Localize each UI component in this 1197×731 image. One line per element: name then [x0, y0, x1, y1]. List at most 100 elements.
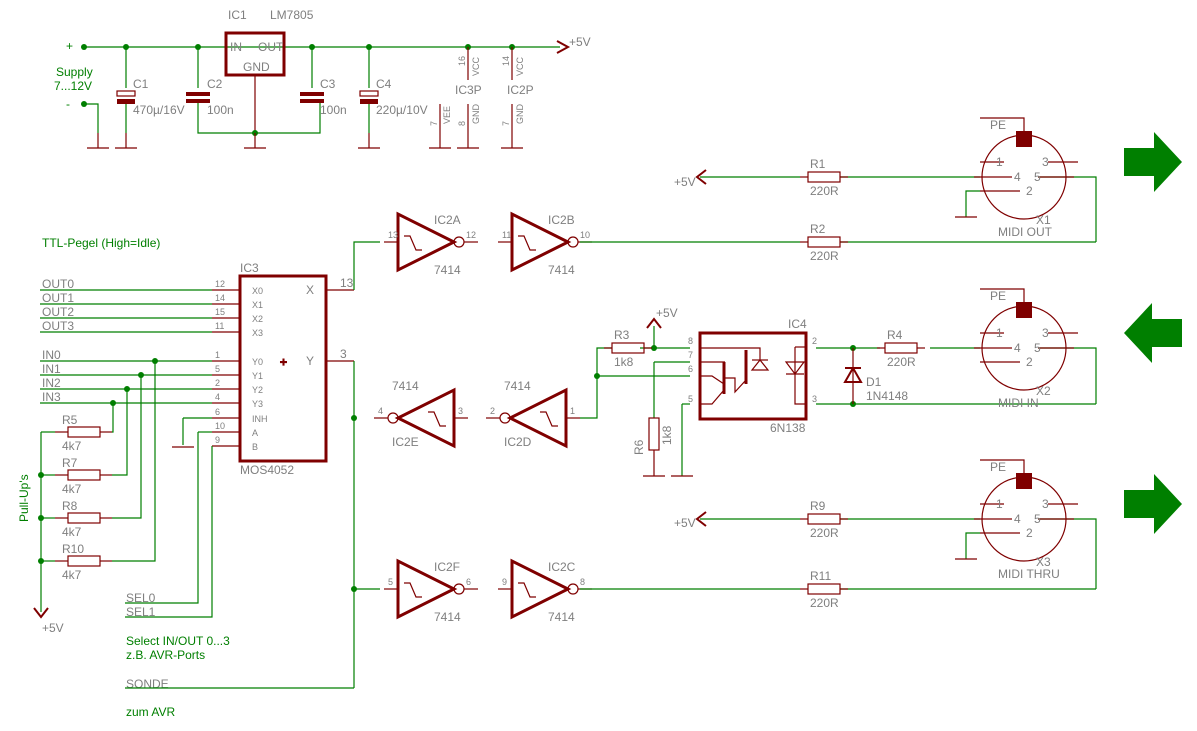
resistor-value: 4k7 [62, 482, 82, 496]
mux-pin-number: 9 [215, 435, 220, 445]
svg-text:IC4: IC4 [788, 317, 807, 331]
din-key [1016, 473, 1032, 489]
resistor-value: 220R [810, 526, 839, 540]
resistor-name: R6 [632, 439, 646, 455]
wire [112, 361, 156, 562]
in-label: IN1 [42, 362, 61, 376]
pullups-label: Pull-Up's [17, 474, 31, 522]
c2-name: C2 [207, 77, 223, 91]
pin-in: 1 [570, 406, 575, 416]
svg-text:GND: GND [471, 104, 481, 125]
sel0-label: SEL0 [126, 591, 156, 605]
mux-pin-name: Y2 [252, 385, 263, 395]
c4-name: C4 [376, 77, 392, 91]
resistor-name: R9 [810, 499, 826, 513]
c3-name: C3 [320, 77, 336, 91]
mux-ic3: IC3 MOS4052 [238, 261, 328, 477]
resistor-body [67, 426, 101, 438]
svg-text:13: 13 [340, 276, 354, 290]
pin-5: 5 [1034, 170, 1041, 184]
svg-text:GND: GND [243, 60, 270, 74]
mux-pin-name: Y1 [252, 371, 263, 381]
pe-line [980, 459, 1025, 473]
resistor-name: R4 [887, 328, 903, 342]
pe-label: PE [990, 289, 1006, 303]
power-supply: + Supply 7...12V - C1 470µ/16V C2 100n I… [54, 8, 591, 149]
ttl-label: TTL-Pegel (High=Idle) [42, 236, 160, 250]
resistor-name: R10 [62, 542, 84, 556]
svg-text:7: 7 [688, 350, 693, 360]
svg-text:16: 16 [457, 56, 467, 66]
in-label: IN2 [42, 376, 61, 390]
inverter-value: 7414 [504, 379, 531, 393]
svg-text:GND: GND [515, 104, 525, 125]
resistor-name: R3 [614, 328, 630, 342]
hysteresis-icon [404, 235, 422, 251]
supply-range: 7...12V [54, 79, 92, 93]
resistor-name: R2 [810, 222, 826, 236]
svg-text:8: 8 [688, 336, 693, 346]
ic3-value: MOS4052 [240, 463, 294, 477]
resistor-name: R7 [62, 456, 78, 470]
inverter-name: IC2B [548, 213, 575, 227]
resistor-value: 1k8 [614, 355, 634, 369]
pin-4: 4 [1014, 341, 1021, 355]
inverter-name: IC2C [548, 560, 576, 574]
supply-label: Supply [56, 65, 93, 79]
out-label: OUT3 [42, 319, 74, 333]
ic1-value: LM7805 [270, 8, 314, 22]
pin-in: 5 [388, 577, 393, 587]
pin-2: 2 [1026, 184, 1033, 198]
c1-value: 470µ/16V [133, 103, 185, 117]
resistor-r2 [807, 236, 841, 248]
svg-text:7: 7 [501, 121, 511, 126]
pin-in: 11 [502, 230, 511, 240]
svg-text:7: 7 [429, 121, 439, 126]
hysteresis-icon [428, 411, 446, 427]
sonde-label: SONDE [126, 677, 169, 691]
inverter-value: 7414 [548, 263, 575, 277]
sel1-label: SEL1 [126, 605, 156, 619]
vcc-label: +5V [569, 35, 591, 49]
pin-in: 9 [502, 577, 507, 587]
mux-pin-name: X2 [252, 314, 263, 324]
arrow-right-icon [1124, 474, 1182, 534]
mux-pin-number: 14 [215, 293, 225, 303]
inverter-value: 7414 [434, 610, 461, 624]
resistor-body [67, 469, 101, 481]
pe-label: PE [990, 460, 1006, 474]
svg-text:3: 3 [340, 347, 347, 361]
pin-5: 5 [1034, 512, 1041, 526]
zum-avr-label: zum AVR [126, 705, 175, 719]
wire [112, 389, 128, 476]
ic3-name: IC3 [240, 261, 259, 275]
mux-pin-name: X3 [252, 328, 263, 338]
mux-pin-number: 15 [215, 307, 225, 317]
pin-in: 3 [458, 406, 463, 416]
wire [965, 190, 980, 217]
din-key [1016, 131, 1032, 147]
svg-text:D1: D1 [866, 375, 882, 389]
pin-1: 1 [996, 497, 1003, 511]
svg-text:X: X [306, 283, 314, 297]
wire [112, 403, 114, 433]
svg-text:1N4148: 1N4148 [866, 389, 908, 403]
ic2p-name: IC2P [507, 83, 534, 97]
inverter-value: 7414 [392, 379, 419, 393]
resistor-r1 [807, 171, 841, 183]
ic3p-name: IC3P [455, 83, 482, 97]
svg-text:IN: IN [230, 40, 242, 54]
mux-pin-number: 5 [215, 364, 220, 374]
ic1-name: IC1 [228, 8, 247, 22]
pin-3: 3 [1042, 155, 1049, 169]
capacitor-c1-plate [116, 90, 136, 97]
connector-label: MIDI IN [998, 396, 1039, 410]
